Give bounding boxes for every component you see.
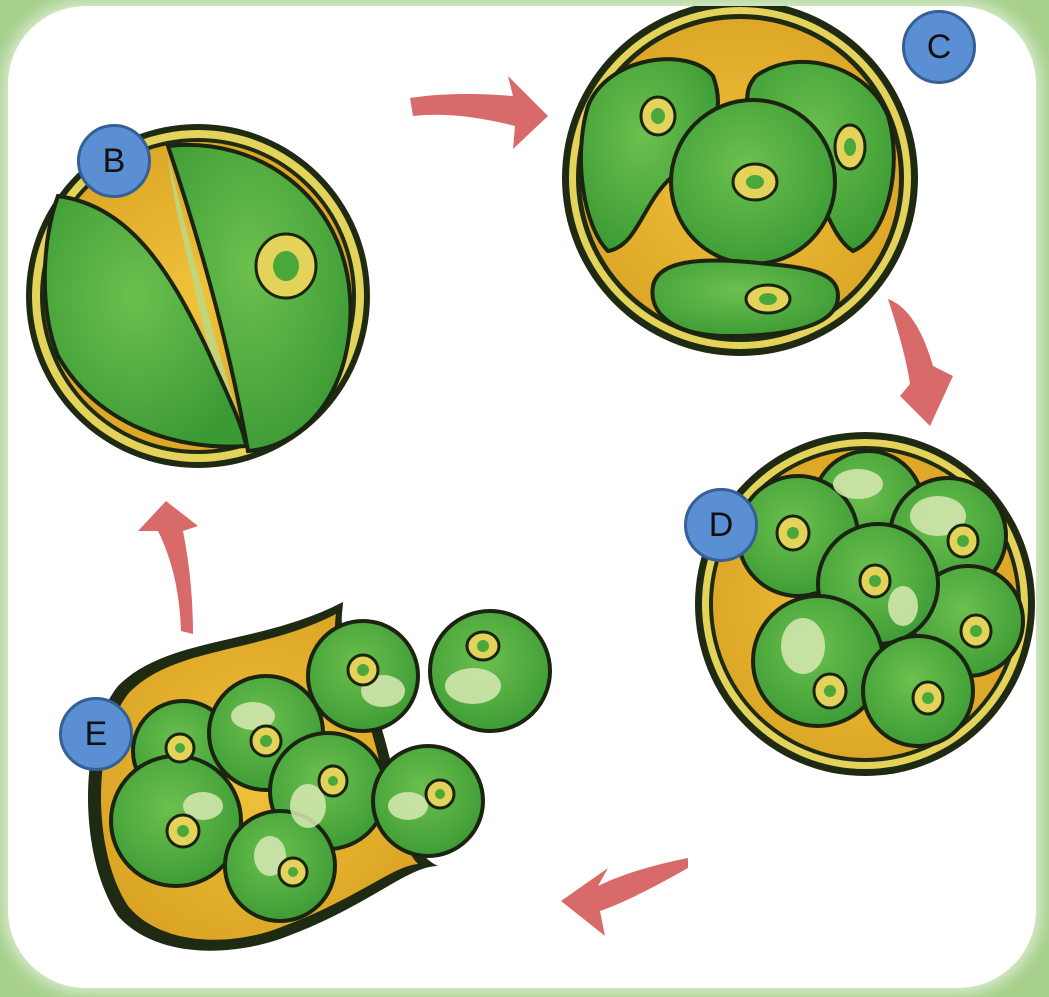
label-d-text: D: [709, 506, 734, 545]
diagram-canvas: B C D E: [8, 6, 1036, 988]
label-badge-d: D: [684, 488, 758, 562]
arrow-c-to-d: [888, 299, 953, 426]
label-badge-b: B: [77, 124, 151, 198]
arrow-e-to-b: [138, 501, 198, 634]
arrow-b-to-c: [410, 76, 548, 149]
label-c-text: C: [927, 28, 952, 67]
label-badge-c: C: [902, 10, 976, 84]
stage-b-cell: [26, 124, 370, 468]
label-e-text: E: [85, 715, 108, 754]
stage-c-cell: [562, 6, 918, 356]
stage-e-cells: [88, 602, 550, 951]
cell-cycle-illustration: [8, 6, 1036, 988]
stage-d-cell: [695, 432, 1035, 776]
label-badge-e: E: [59, 697, 133, 771]
arrow-d-to-e: [561, 858, 688, 936]
label-b-text: B: [103, 142, 126, 181]
